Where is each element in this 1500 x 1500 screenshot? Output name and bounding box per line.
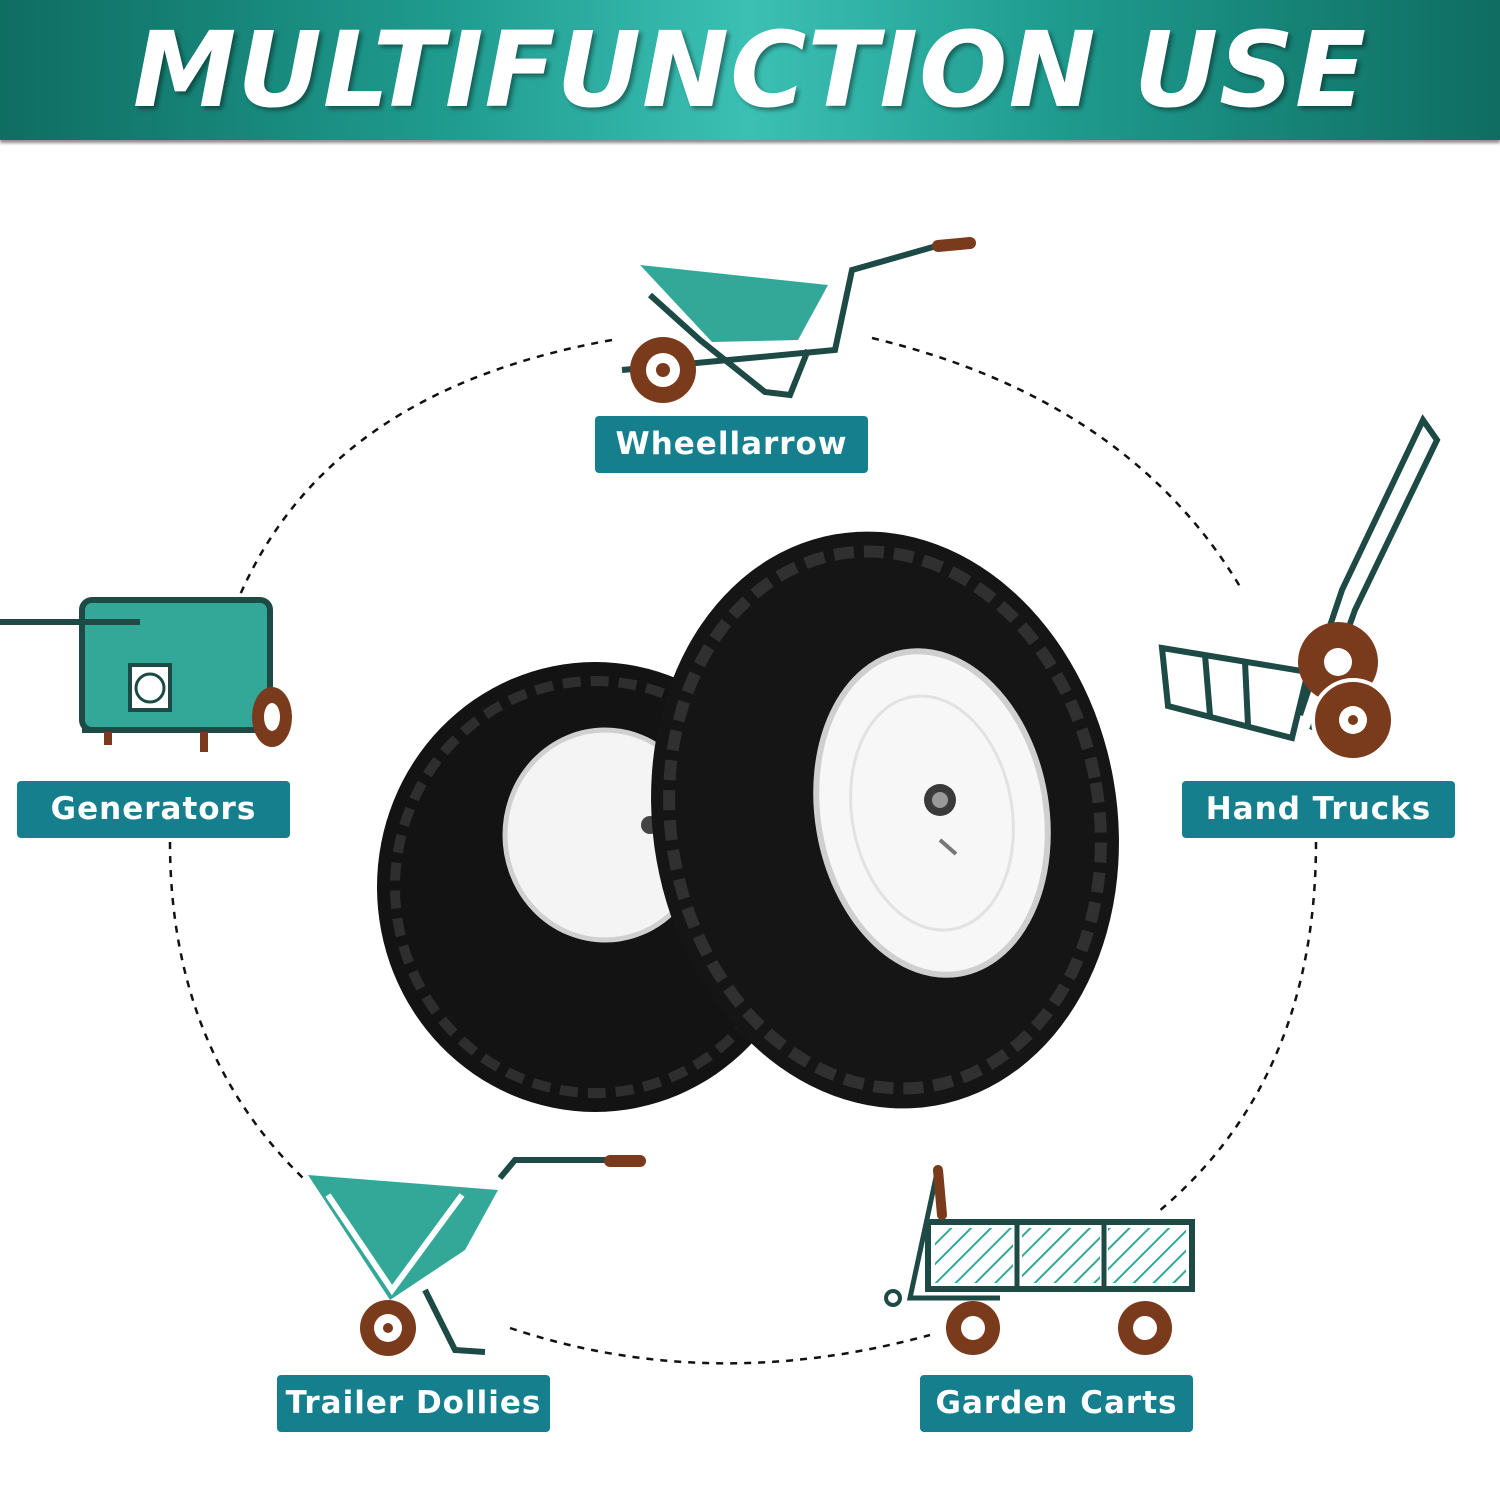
wheelbarrow-icon (621, 237, 976, 403)
trailer-dolly-icon (308, 1155, 646, 1356)
label-trailer-dollies: Trailer Dollies (277, 1375, 550, 1432)
garden-cart-icon (884, 1165, 1195, 1355)
label-hand-trucks: Hand Trucks (1182, 781, 1455, 838)
generator-icon (0, 597, 292, 752)
dashed-circle (168, 336, 1318, 1365)
page-title: MULTIFUNCTION USE (132, 9, 1368, 131)
label-generators: Generators (17, 781, 290, 838)
hand-truck-icon (1158, 414, 1441, 762)
label-wheellarrow: Wheellarrow (595, 416, 868, 473)
tire-pair-image (377, 531, 1119, 1112)
tire-front (651, 531, 1119, 1109)
header-banner: MULTIFUNCTION USE (0, 0, 1500, 140)
label-garden-carts: Garden Carts (920, 1375, 1193, 1432)
